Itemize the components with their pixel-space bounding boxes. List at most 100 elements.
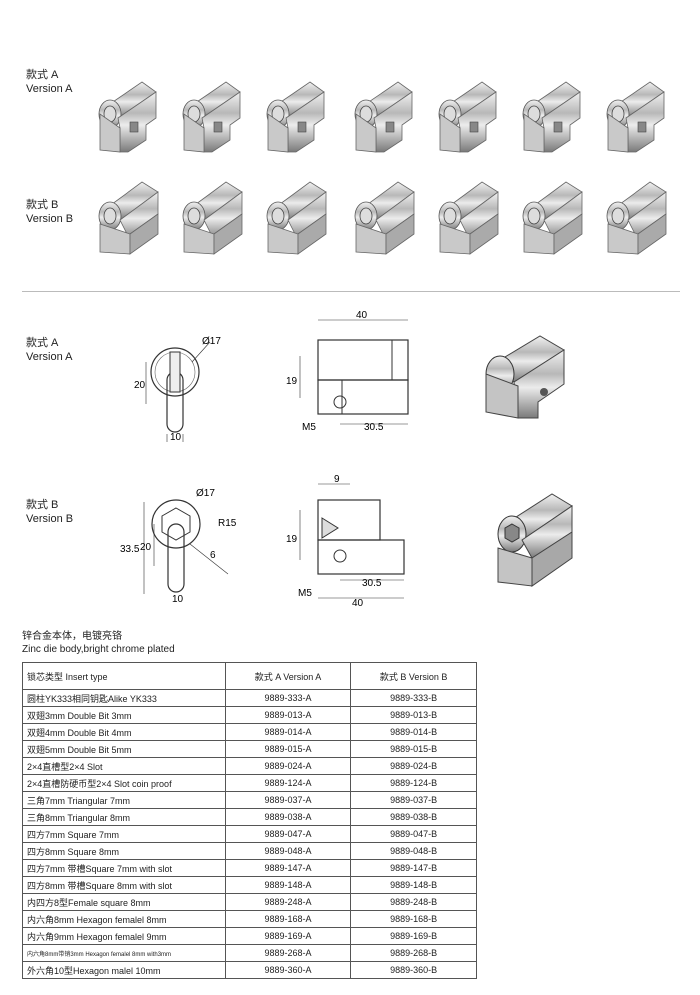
dim-b-diameter: Ø17 [196,488,215,499]
version-a-code: 9889-015-A [224,740,352,758]
dim-b-slot: 6 [210,550,216,561]
header-version-b: 款式 B Version B [350,662,477,690]
version-b-code: 9889-147-B [350,859,477,877]
version-a-code: 9889-037-A [224,791,352,809]
version-a-code: 9889-148-A [224,876,352,894]
version-a-code: 9889-168-A [224,910,352,928]
version-b-code: 9889-248-B [350,893,477,911]
insert-type-cell: 三角8mm Triangular 8mm [22,808,226,826]
version-a-code: 9889-048-A [224,842,352,860]
version-b-side-view: 9 19 M5 30.5 40 [286,474,405,609]
section-divider [22,291,680,292]
dim-b-height: 20 [140,542,152,553]
version-a-code: 9889-124-A [224,774,352,792]
version-b-3d-view [497,493,573,587]
insert-type-cell: 四方8mm Square 8mm [22,842,226,860]
dim-a-offset: 30.5 [364,422,384,433]
version-b-front-view: 33.5 20 10 Ø17 R15 6 [120,488,237,605]
version-a-front-view: 20 10 Ø17 [134,336,221,443]
insert-type-cell: 双翅5mm Double Bit 5mm [22,740,226,758]
version-a-code: 9889-013-A [224,706,352,724]
version-a-cylinder-row [90,70,680,165]
version-b-code: 9889-014-B [350,723,477,741]
version-a-code: 9889-024-A [224,757,352,775]
version-a-code: 9889-047-A [224,825,352,843]
insert-type-cell: 三角7mm Triangular 7mm [22,791,226,809]
version-a-code: 9889-169-A [224,927,352,945]
insert-type-cell: 内四方8型Female square 8mm [22,893,226,911]
version-b-code: 9889-038-B [350,808,477,826]
insert-type-cell: 双翅4mm Double Bit 4mm [22,723,226,741]
header-version-a: 款式 A Version A [224,662,352,690]
insert-type-cell: 内六角9mm Hexagon femalel 9mm [22,927,226,945]
dim-b-thread: M5 [298,588,312,599]
dim-b-top: 9 [334,474,340,485]
dim-b-height-total: 33.5 [120,544,140,555]
version-b-code: 9889-268-B [350,944,477,962]
header-insert-type: 锁芯类型 Insert type [22,662,226,690]
version-b-code: 9889-015-B [350,740,477,758]
cylinder-images-b [98,181,667,255]
material-note-cn: 锌合金本体，电镀亮铬 [22,631,122,642]
version-a-code: 9889-268-A [224,944,352,962]
insert-type-cell: 内六角8mm带销3mm Hexagon femalel 8mm with3mm [22,944,226,962]
version-b-code: 9889-168-B [350,910,477,928]
insert-type-cell: 2×4直槽防硬币型2×4 Slot coin proof [22,774,226,792]
dim-b-offset: 30.5 [362,578,382,589]
version-a-code: 9889-038-A [224,808,352,826]
insert-type-cell: 内六角8mm Hexagon femalel 8mm [22,910,226,928]
version-a-code: 9889-147-A [224,859,352,877]
material-note-en: Zinc die body,bright chrome plated [22,644,175,655]
version-b-cylinder-row [90,172,680,267]
dim-a-depth: 19 [286,376,298,387]
material-note: 锌合金本体，电镀亮铬 Zinc die body,bright chrome p… [22,630,175,656]
version-a-side-view: 40 19 M5 30.5 [286,310,409,433]
insert-type-cell: 四方8mm 带槽Square 8mm with slot [22,876,226,894]
dim-a-diameter: Ø17 [202,336,221,347]
dim-a-thread: M5 [302,422,316,433]
version-a-code: 9889-360-A [224,961,352,979]
version-b-code: 9889-124-B [350,774,477,792]
insert-type-cell: 2×4直槽型2×4 Slot [22,757,226,775]
insert-type-cell: 外六角10型Hexagon malel 10mm [22,961,226,979]
version-b-code: 9889-148-B [350,876,477,894]
version-a-code: 9889-014-A [224,723,352,741]
dim-a-height: 20 [134,380,146,391]
version-b-code: 9889-037-B [350,791,477,809]
cylinder-images-a [98,81,665,153]
dim-b-depth: 19 [286,534,298,545]
table-header-row: 锁芯类型 Insert type 款式 A Version A 款式 B Ver… [22,662,477,690]
version-b-code: 9889-360-B [350,961,477,979]
version-a-3d-view [485,335,565,419]
dim-a-length: 40 [356,310,368,321]
version-b-code: 9889-333-B [350,689,477,707]
version-a-code: 9889-333-A [224,689,352,707]
dim-b-width: 10 [172,594,184,605]
dim-a-width: 10 [170,432,182,443]
version-a-code: 9889-248-A [224,893,352,911]
insert-type-cell: 圆柱YK333相同钥匙Alike YK333 [22,689,226,707]
version-b-code: 9889-169-B [350,927,477,945]
version-b-code: 9889-048-B [350,842,477,860]
insert-type-table: 锁芯类型 Insert type 款式 A Version A 款式 B Ver… [22,662,477,979]
insert-type-cell: 四方7mm Square 7mm [22,825,226,843]
